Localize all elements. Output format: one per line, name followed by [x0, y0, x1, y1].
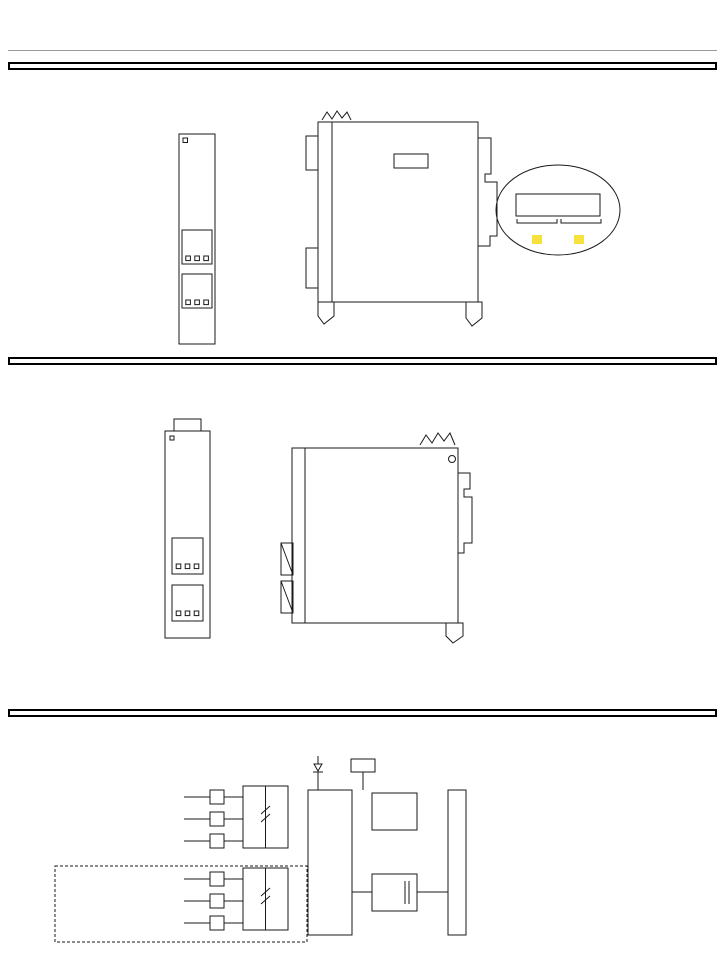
power-box [371, 873, 418, 912]
dimension-diagram-shapes [164, 418, 473, 644]
run-led-symbol [313, 763, 323, 773]
spring-clip [321, 110, 352, 121]
run-led [182, 137, 188, 143]
dip-detail-balloon [495, 164, 621, 256]
terminal-4 [209, 871, 225, 887]
terminal-2 [209, 811, 225, 827]
panel-diagram-shapes [178, 110, 621, 345]
comm-box [371, 792, 418, 831]
dimension-diagram [164, 418, 473, 644]
section-header-panel [8, 62, 717, 70]
terminal-5 [209, 893, 225, 909]
terminal-1 [209, 789, 225, 805]
dip-detail-frame [515, 193, 601, 217]
terminal-block-lower [181, 273, 213, 309]
header-rule [8, 50, 717, 51]
section-header-dimensions [8, 357, 717, 365]
panel-diagram [178, 110, 621, 345]
run-led [169, 435, 175, 441]
control-box [307, 789, 353, 936]
highlight-group1 [532, 235, 542, 244]
terminal-6 [209, 915, 225, 931]
connector-box [447, 789, 467, 936]
guide-block [445, 622, 464, 644]
channel2-dashed-box [54, 865, 308, 943]
terminal-3 [209, 833, 225, 849]
highlight-group2 [574, 235, 584, 244]
circuit-diagram-shapes [54, 756, 467, 943]
dip-symbol [350, 758, 376, 773]
fixing-clip [419, 432, 456, 446]
terminal-block-upper [181, 229, 213, 265]
section-header-circuit [8, 709, 717, 717]
circuit-diagram [54, 756, 467, 943]
dip-switch-block [393, 153, 429, 169]
